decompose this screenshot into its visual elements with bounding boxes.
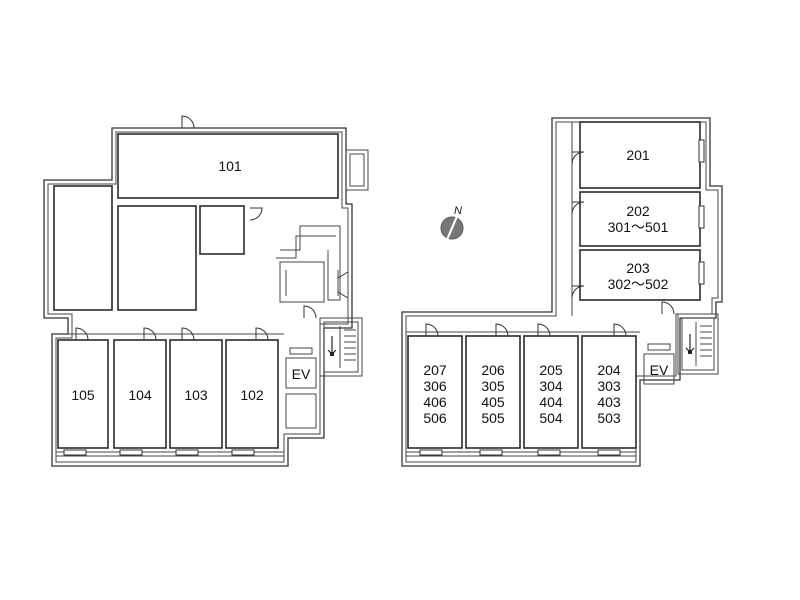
unit-205-label-4: 504 [539, 410, 563, 426]
west-building: 101 EV 105 104 103 102 [43, 115, 369, 467]
unit-103-label: 103 [184, 387, 208, 403]
room-west-a [53, 185, 113, 311]
unit-204-label-1: 204 [597, 362, 621, 378]
unit-202 [579, 191, 701, 247]
balcony-inner [349, 153, 365, 187]
unit-105 [57, 339, 109, 449]
unit-102 [225, 339, 279, 449]
unit-203 [579, 249, 701, 301]
compass: N [440, 205, 464, 243]
balcony [345, 149, 369, 191]
unit-104 [113, 339, 167, 449]
unit-207-label-3: 406 [423, 394, 447, 410]
unit-104-label: 104 [128, 387, 152, 403]
elevator-box-east [643, 353, 675, 385]
unit-202-label-2: 301～501 [608, 219, 669, 235]
unit-204-label-2: 303 [597, 378, 621, 394]
unit-207 [407, 335, 463, 449]
unit-206 [465, 335, 521, 449]
unit-207-label-2: 306 [423, 378, 447, 394]
unit-201-label: 201 [626, 147, 650, 163]
unit-101 [117, 133, 339, 199]
unit-206-label-2: 305 [481, 378, 505, 394]
corridor-box [279, 261, 325, 303]
unit-205 [523, 335, 579, 449]
ev-lobby-box [285, 393, 317, 429]
unit-204-label-4: 503 [597, 410, 621, 426]
stairwell-east [677, 313, 719, 375]
unit-203-label-1: 203 [626, 260, 650, 276]
unit-201 [579, 121, 701, 189]
elevator-label: EV [292, 366, 311, 382]
unit-205-label-3: 404 [539, 394, 563, 410]
compass-north-label: N [454, 205, 462, 217]
unit-103 [169, 339, 223, 449]
unit-207-label-4: 506 [423, 410, 447, 426]
unit-207-label-1: 207 [423, 362, 447, 378]
unit-206-label-3: 405 [481, 394, 505, 410]
unit-102-label: 102 [240, 387, 264, 403]
unit-206-label-1: 206 [481, 362, 505, 378]
unit-205-label-2: 304 [539, 378, 563, 394]
unit-204 [581, 335, 637, 449]
elevator-box [285, 357, 317, 389]
unit-205-label-1: 205 [539, 362, 563, 378]
unit-101-label: 101 [218, 158, 242, 174]
room-west-b [117, 205, 197, 311]
east-building: 201 202 301～501 203 302～502 EV 207 306 4… [401, 117, 723, 467]
elevator-label-east: EV [650, 362, 669, 378]
unit-202-label-1: 202 [626, 203, 650, 219]
stairwell [319, 317, 363, 377]
unit-105-label: 105 [71, 387, 95, 403]
unit-204-label-3: 403 [597, 394, 621, 410]
unit-203-label-2: 302～502 [608, 276, 669, 292]
unit-206-label-4: 505 [481, 410, 505, 426]
room-west-c [199, 205, 245, 255]
